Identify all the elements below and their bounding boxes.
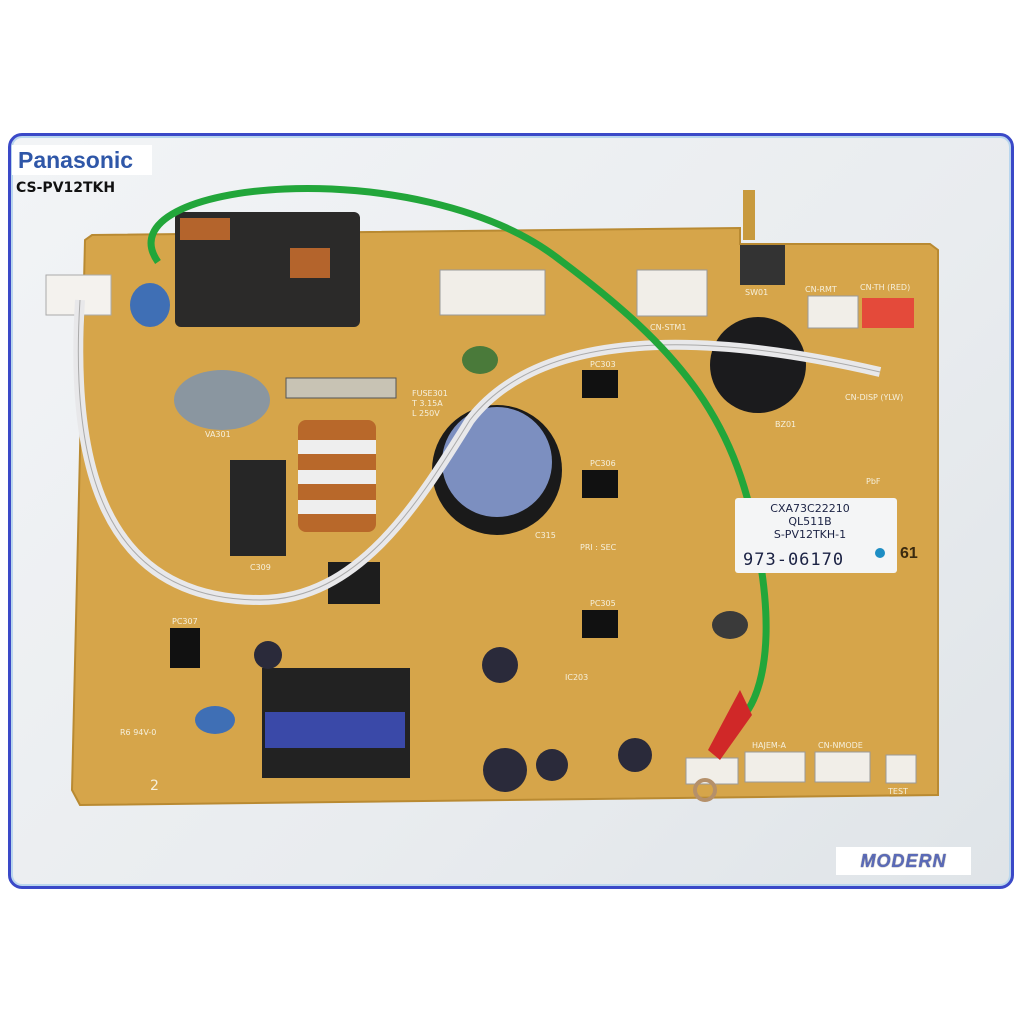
optocoupler-pc305 <box>582 610 618 638</box>
silk-cn-rmt: CN-RMT <box>805 285 837 294</box>
film-capacitor <box>230 460 286 556</box>
silk-cn-disp: CN-DISP (YLW) <box>845 393 903 402</box>
optocoupler-pc306 <box>582 470 618 498</box>
watermark-logo: MODERN <box>836 847 971 875</box>
silk-pc307: PC307 <box>172 617 198 626</box>
green-capacitor <box>462 346 498 374</box>
capacitor <box>536 749 568 781</box>
capacitor <box>618 738 652 772</box>
silk-pc306: PC306 <box>590 459 616 468</box>
silk-bz01: BZ01 <box>775 420 796 429</box>
silk-pc303: PC303 <box>590 360 616 369</box>
silk-ic203: IC203 <box>565 673 588 682</box>
label-sticker: CXA73C22210 QL511B S-PV12TKH-1 973-06170 <box>735 498 897 573</box>
capacitor <box>482 647 518 683</box>
capacitor <box>483 748 527 792</box>
varistor <box>174 370 270 430</box>
silk-c309: C309 <box>250 563 271 572</box>
y-capacitor <box>195 706 235 734</box>
silk-va301: VA301 <box>205 430 231 439</box>
connector-th <box>862 298 914 328</box>
label-line1: CXA73C22210 <box>770 502 850 515</box>
label-dot <box>875 548 885 558</box>
connector-cn <box>685 757 739 785</box>
capacitor-c46 <box>712 611 748 639</box>
silk-fuse: FUSE301 <box>412 389 448 398</box>
relay <box>175 212 360 327</box>
fuse <box>285 377 397 399</box>
silk-cn-stm1: CN-STM1 <box>650 323 686 332</box>
connector-rmt <box>807 295 859 329</box>
y-capacitor <box>130 283 170 327</box>
silk-fuse-rating: T 3.15A <box>411 399 443 408</box>
label-line2: QL511B <box>788 515 832 528</box>
brand-logo: Panasonic <box>12 145 152 175</box>
buzzer <box>710 317 806 413</box>
silk-side-num: 61 <box>900 545 918 562</box>
silk-board-num: 2 <box>150 778 159 794</box>
connector-nmode <box>814 751 871 783</box>
capacitor <box>254 641 282 669</box>
silk-pri-sec: PRI : SEC <box>580 543 617 552</box>
optocoupler-pc307 <box>170 628 200 668</box>
silk-rating: R6 94V-0 <box>120 728 156 737</box>
optocoupler-pc303 <box>582 370 618 398</box>
board-edge-stub <box>743 190 755 240</box>
silk-cn-nmode: CN-NMODE <box>818 741 863 750</box>
connector-hajem <box>744 751 806 783</box>
model-number: CS-PV12TKH <box>16 180 116 196</box>
label-serial: 973-06170 <box>743 550 845 570</box>
tact-switch <box>740 245 785 285</box>
silk-sw01: SW01 <box>745 288 768 297</box>
label-line3: S-PV12TKH-1 <box>773 528 847 541</box>
silk-pc305: PC305 <box>590 599 616 608</box>
silk-c315: C315 <box>535 531 556 540</box>
silk-fuse-voltage: L 250V <box>412 409 440 418</box>
connector-sec <box>439 269 546 316</box>
silk-test: TEST <box>887 787 908 796</box>
green-ground-wire <box>147 185 770 723</box>
connector-test <box>885 754 917 784</box>
silk-cn-th: CN-TH (RED) <box>860 283 910 292</box>
silk-pbf: PbF <box>866 477 881 486</box>
silk-hajem: HAJEM-A <box>752 741 787 750</box>
connector-stm1 <box>636 269 708 317</box>
red-ring-terminal <box>708 690 752 760</box>
